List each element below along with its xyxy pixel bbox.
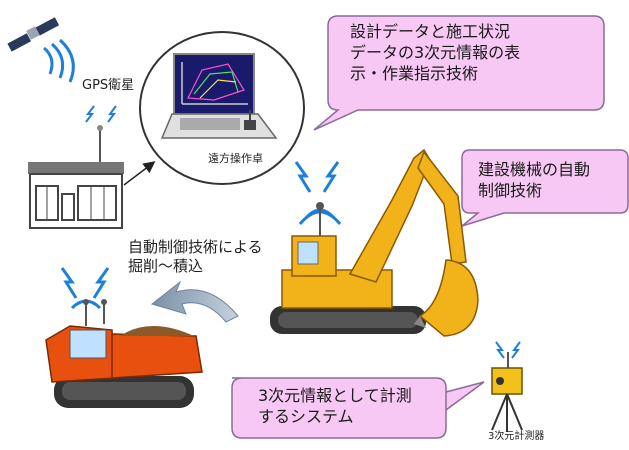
- remote-console: [139, 31, 305, 185]
- bubble-display-text: 設計データと施工状況 データの3次元情報の表 示・作業指示技術: [350, 22, 521, 83]
- speech-bubble-display: [313, 15, 605, 131]
- auto-excavation-label: 自動制御技術による 掘削～積込: [128, 238, 263, 275]
- speech-bubble-auto-control: [461, 149, 629, 227]
- excavator-icon: [270, 148, 479, 337]
- curved-arrow-icon: [150, 280, 239, 323]
- excavator-signal-icon: [294, 161, 342, 240]
- gps-satellite-label: GPS衛星: [82, 78, 135, 93]
- 3d-measuring-instrument-label: 3次元計測器: [488, 431, 545, 442]
- bubble-measure-text: 3次元情報として計測 するシステム: [258, 386, 412, 426]
- 3d-measuring-instrument-icon: [491, 341, 523, 432]
- dumper-signal-icon: [60, 267, 110, 326]
- gps-satellite-icon: [7, 17, 75, 83]
- bubble-auto-control-text: 建設機械の自動 制御技術: [478, 160, 591, 200]
- office-building-icon: [28, 105, 124, 229]
- crawler-dump-truck-icon: [45, 325, 203, 408]
- remote-console-label: 遠方操作卓: [208, 152, 263, 165]
- speech-bubble-measure: [231, 377, 485, 439]
